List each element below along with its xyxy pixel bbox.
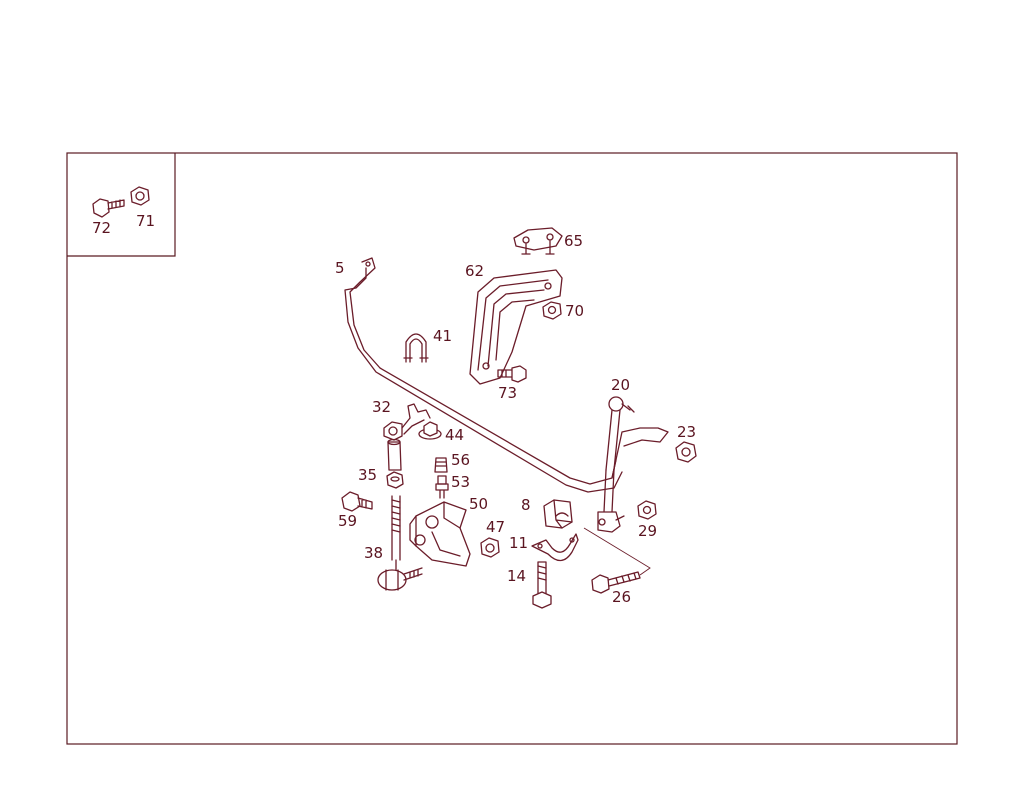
label-59: 59: [338, 512, 357, 530]
label-47: 47: [486, 518, 505, 536]
u-clamp-41: [403, 333, 429, 363]
bolt-73: [497, 365, 527, 383]
inset-nut-71: [130, 186, 150, 206]
mount-bracket-50: [409, 501, 471, 567]
clamp-11: [531, 533, 579, 562]
label-50: 50: [469, 495, 488, 513]
label-26: 26: [612, 588, 631, 606]
bolt-59: [341, 491, 373, 512]
label-20: 20: [611, 376, 630, 394]
label-56: 56: [451, 451, 470, 469]
label-29: 29: [638, 522, 657, 540]
label-8: 8: [521, 496, 531, 514]
fitting-53: [435, 475, 449, 499]
bolt-26: [583, 527, 651, 594]
nut-29: [637, 500, 657, 520]
stabilizer-bar-5: [344, 257, 669, 493]
label-53: 53: [451, 473, 470, 491]
spacer-sleeve: [387, 438, 402, 471]
inset-bolt-72: [92, 198, 125, 218]
inset-box: [67, 153, 176, 257]
label-23: 23: [677, 423, 696, 441]
nut-47: [480, 537, 500, 558]
washer-35: [386, 471, 404, 489]
flange-nut-44: [418, 421, 442, 440]
label-38: 38: [364, 544, 383, 562]
nut-70: [542, 301, 562, 320]
link-20: [597, 396, 635, 533]
label-62: 62: [465, 262, 484, 280]
nut-23: [675, 441, 697, 463]
grommet-56: [434, 457, 448, 473]
label-71: 71: [136, 212, 155, 230]
diagram-frame: [66, 152, 958, 745]
label-72: 72: [92, 219, 111, 237]
label-5: 5: [335, 259, 345, 277]
label-32: 32: [372, 398, 391, 416]
label-35: 35: [358, 466, 377, 484]
clamp-32: [383, 403, 431, 441]
label-70: 70: [565, 302, 584, 320]
label-14: 14: [507, 567, 526, 585]
label-65: 65: [564, 232, 583, 250]
label-44: 44: [445, 426, 464, 444]
label-41: 41: [433, 327, 452, 345]
link-rod-38: [377, 495, 423, 591]
plate-65: [513, 227, 563, 255]
bolt-14: [532, 561, 552, 609]
label-73: 73: [498, 384, 517, 402]
bracket-62: [469, 269, 563, 385]
label-11: 11: [509, 534, 528, 552]
bushing-8: [543, 499, 573, 529]
